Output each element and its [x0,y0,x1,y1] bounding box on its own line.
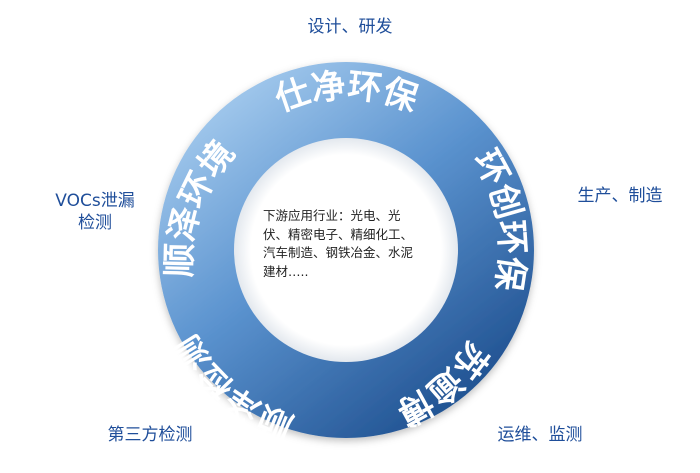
label-third-party-testing: 第三方检测 [107,425,193,445]
center-downstream-industries: 下游应用行业：光电、光伏、精密电子、精细化工、汽车制造、钢铁冶金、水泥建材….. [263,208,414,279]
label-vocs-line2: 检测 [78,213,112,233]
label-operation-monitoring: 运维、监测 [497,425,583,445]
label-vocs-line1: VOCs泄漏 [55,191,135,211]
label-vocs-leak-detection: VOCs泄漏 检测 [30,190,160,234]
ring-inner-hole [234,138,458,362]
label-design-rd: 设计、研发 [307,17,393,37]
label-production-manufacturing: 生产、制造 [577,186,663,206]
